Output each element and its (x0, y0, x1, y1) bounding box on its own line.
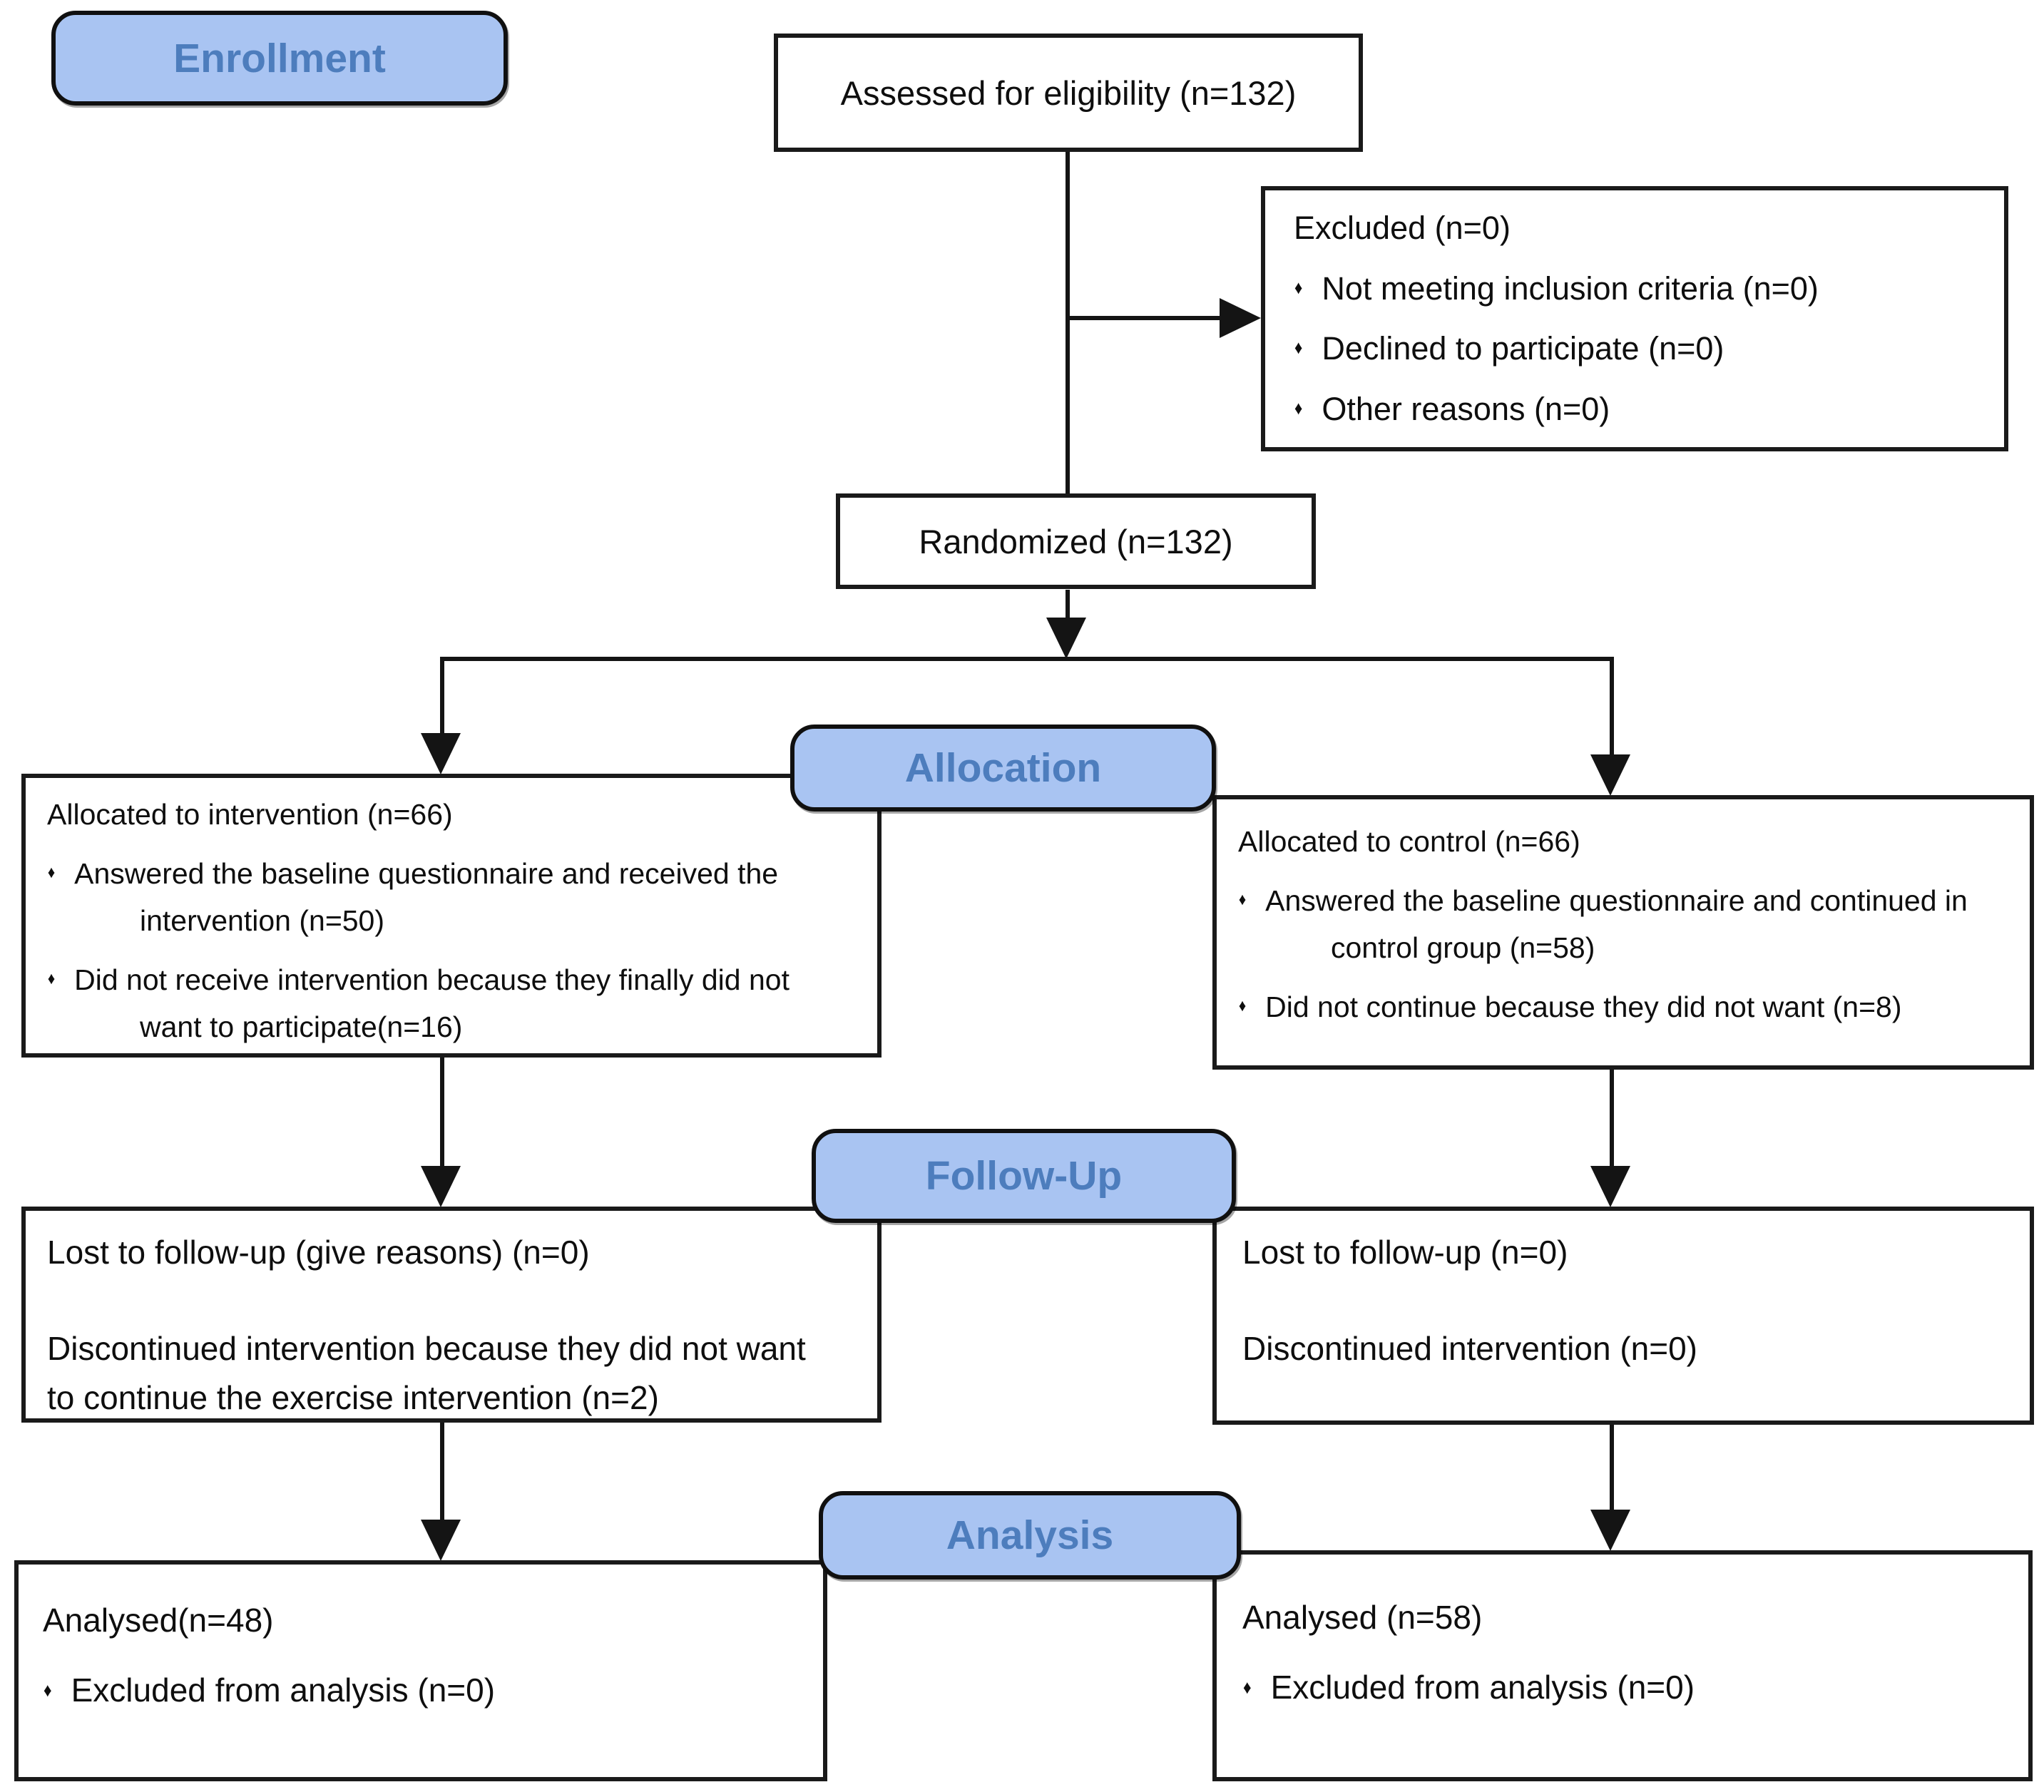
arrowhead-analysis-left-icon (421, 1520, 461, 1561)
analysis-control-bullet: ♦ Excluded from analysis (n=0) (1242, 1664, 2003, 1710)
bullet-diamond-icon: ♦ (1294, 276, 1303, 298)
assessed-text: Assessed for eligibility (n=132) (840, 73, 1297, 112)
box-followup-intervention: Lost to follow-up (give reasons) (n=0) D… (21, 1207, 882, 1423)
alloc-control-bullet-1-line2: control group (n=58) (1331, 931, 1595, 964)
bullet-diamond-icon: ♦ (47, 863, 56, 883)
bullet-diamond-icon: ♦ (1238, 890, 1247, 910)
bullet-diamond-icon: ♦ (1238, 996, 1247, 1016)
bullet-diamond-icon: ♦ (1294, 396, 1303, 419)
connector-followup-to-analysis-left (440, 1421, 444, 1520)
stage-label-followup-text: Follow-Up (925, 1153, 1123, 1199)
alloc-control-bullet-2-line1: Did not continue because they did not wa… (1265, 990, 1902, 1024)
excluded-title: Excluded (n=0) (1294, 210, 1511, 246)
connector-intervention-to-followup (440, 1058, 444, 1167)
alloc-intervention-bullet-2-line2: want to participate(n=16) (140, 1010, 463, 1043)
alloc-control-title: Allocated to control (n=66) (1238, 825, 1580, 858)
alloc-control-bullet-1-line1: Answered the baseline questionnaire and … (1265, 884, 1968, 918)
randomized-text: Randomized (n=132) (919, 522, 1233, 560)
bullet-diamond-icon: ♦ (47, 969, 56, 989)
followup-control-line1: Lost to follow-up (n=0) (1242, 1234, 1568, 1271)
arrowhead-followup-right-icon (1590, 1166, 1630, 1207)
box-allocated-intervention: Allocated to intervention (n=66) ♦ Answer… (21, 774, 882, 1058)
box-assessed-eligibility: Assessed for eligibility (n=132) (774, 34, 1363, 152)
box-randomized: Randomized (n=132) (836, 493, 1316, 589)
excluded-bullet-2: ♦ Declined to participate (n=0) (1294, 328, 1976, 370)
stage-label-allocation: Allocation (790, 725, 1216, 811)
connector-followup-to-analysis-right (1610, 1425, 1614, 1510)
alloc-intervention-bullet-1-line2: intervention (n=50) (140, 903, 385, 937)
analysis-intervention-title: Analysed(n=48) (43, 1602, 274, 1639)
followup-intervention-para2-line2: to continue the exercise intervention (n… (47, 1379, 659, 1416)
stage-label-allocation-text: Allocation (904, 745, 1102, 791)
connector-branch-to-excluded (1068, 316, 1221, 320)
alloc-intervention-bullet-1-line1: Answered the baseline questionnaire and … (74, 857, 779, 891)
alloc-intervention-bullet-2: ♦ Did not receive intervention because th… (47, 959, 856, 1048)
followup-control-line2: Discontinued intervention (n=0) (1242, 1330, 1697, 1367)
alloc-intervention-title: Allocated to intervention (n=66) (47, 798, 453, 831)
connector-branch-horizontal (440, 657, 1614, 661)
excluded-bullet-1: ♦ Not meeting inclusion criteria (n=0) (1294, 268, 1976, 310)
analysis-control-title: Analysed (n=58) (1242, 1599, 1483, 1636)
analysis-intervention-bullet: ♦ Excluded from analysis (n=0) (43, 1667, 799, 1713)
excluded-bullet-3: ♦ Other reasons (n=0) (1294, 389, 1976, 431)
stage-label-analysis-text: Analysis (946, 1512, 1114, 1558)
analysis-intervention-bullet-text: Excluded from analysis (n=0) (71, 1671, 496, 1709)
stage-label-followup: Follow-Up (812, 1129, 1236, 1223)
stage-label-analysis: Analysis (819, 1491, 1241, 1579)
connector-branch-to-control (1610, 657, 1614, 755)
box-analysis-intervention: Analysed(n=48) ♦ Excluded from analysis (… (14, 1560, 827, 1781)
connector-branch-to-intervention (440, 657, 444, 734)
arrowhead-followup-left-icon (421, 1166, 461, 1207)
arrowhead-excluded-icon (1220, 298, 1261, 338)
analysis-control-bullet-text: Excluded from analysis (n=0) (1270, 1669, 1695, 1706)
arrowhead-branch-icon (1046, 618, 1086, 659)
connector-control-to-followup (1610, 1068, 1614, 1167)
bullet-diamond-icon: ♦ (44, 1679, 52, 1701)
connector-assessed-to-randomized (1066, 152, 1070, 493)
box-allocated-control: Allocated to control (n=66) ♦ Answered th… (1212, 795, 2034, 1070)
alloc-control-bullet-1: ♦ Answered the baseline questionnaire and… (1238, 880, 2008, 969)
alloc-intervention-bullet-2-line1: Did not receive intervention because the… (74, 963, 790, 997)
stage-label-enrollment: Enrollment (51, 11, 508, 106)
excluded-bullet-1-text: Not meeting inclusion criteria (n=0) (1322, 270, 1819, 307)
box-excluded: Excluded (n=0) ♦ Not meeting inclusion cr… (1261, 186, 2008, 451)
arrowhead-intervention-icon (421, 733, 461, 774)
alloc-control-bullet-2: ♦ Did not continue because they did not w… (1238, 986, 2008, 1028)
followup-intervention-line1: Lost to follow-up (give reasons) (n=0) (47, 1234, 590, 1271)
excluded-bullet-2-text: Declined to participate (n=0) (1322, 330, 1724, 367)
alloc-intervention-bullet-1: ♦ Answered the baseline questionnaire and… (47, 853, 856, 942)
bullet-diamond-icon: ♦ (1243, 1676, 1252, 1698)
bullet-diamond-icon: ♦ (1294, 337, 1303, 359)
connector-randomized-to-branch (1066, 590, 1070, 620)
box-analysis-control: Analysed (n=58) ♦ Excluded from analysis … (1212, 1550, 2033, 1781)
arrowhead-analysis-right-icon (1590, 1510, 1630, 1551)
followup-intervention-para2: Discontinued intervention because they d… (47, 1324, 856, 1423)
followup-intervention-para2-line1: Discontinued intervention because they d… (47, 1330, 806, 1367)
box-followup-control: Lost to follow-up (n=0) Discontinued int… (1212, 1207, 2034, 1425)
excluded-bullet-3-text: Other reasons (n=0) (1322, 390, 1610, 427)
arrowhead-control-icon (1590, 754, 1630, 796)
stage-label-enrollment-text: Enrollment (173, 35, 386, 81)
